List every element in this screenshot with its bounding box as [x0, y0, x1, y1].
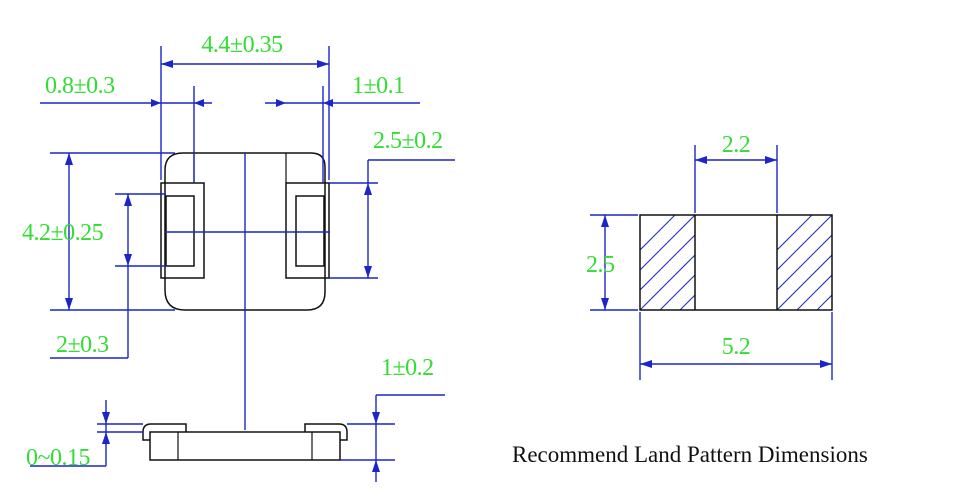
pad-height-label: 2.5: [586, 252, 615, 278]
land-pattern-caption: Recommend Land Pattern Dimensions: [512, 442, 868, 467]
overall-width-label: 4.4±0.35: [201, 32, 283, 58]
dimension-terminal-height: 2.5±0.2: [329, 128, 455, 279]
dimension-total-width: 5.2: [639, 312, 833, 380]
left-terminal-offset-label: 0.8±0.3: [45, 73, 115, 99]
terminal-gap-label: 2±0.3: [56, 332, 109, 358]
top-view: [160, 152, 330, 430]
dimension-left-terminal-offset: 0.8±0.3: [40, 73, 212, 183]
dimension-overall-width: 4.4±0.35: [160, 32, 330, 180]
dimension-pad-gap: 2.2: [694, 132, 778, 213]
terminal-height-label: 2.5±0.2: [373, 128, 443, 154]
dimension-terminal-thickness: 1±0.2: [340, 355, 445, 482]
total-width-label: 5.2: [722, 334, 751, 360]
overall-height-label: 4.2±0.25: [22, 220, 104, 246]
dimension-terminal-gap: 2±0.3: [50, 193, 166, 359]
terminal-thickness-label: 1±0.2: [381, 355, 434, 381]
side-view-right-terminal: [304, 423, 348, 441]
pad-gap-label: 2.2: [722, 132, 751, 158]
dimension-right-terminal-width: 1±0.1: [265, 73, 420, 183]
dimension-pad-height: 2.5: [586, 214, 638, 311]
right-terminal: [285, 182, 330, 279]
land-pattern: [639, 214, 833, 311]
left-pad-hatch: [640, 215, 695, 310]
dimension-overall-height: 4.2±0.25: [22, 152, 175, 311]
standoff-label: 0~0.15: [26, 445, 90, 471]
dimension-standoff: 0~0.15: [26, 400, 143, 471]
land-pattern-outline: [639, 214, 833, 311]
right-pad-hatch: [777, 215, 832, 310]
side-view-left-terminal: [142, 423, 187, 441]
right-terminal-width-label: 1±0.1: [352, 73, 405, 99]
left-terminal: [160, 182, 205, 279]
